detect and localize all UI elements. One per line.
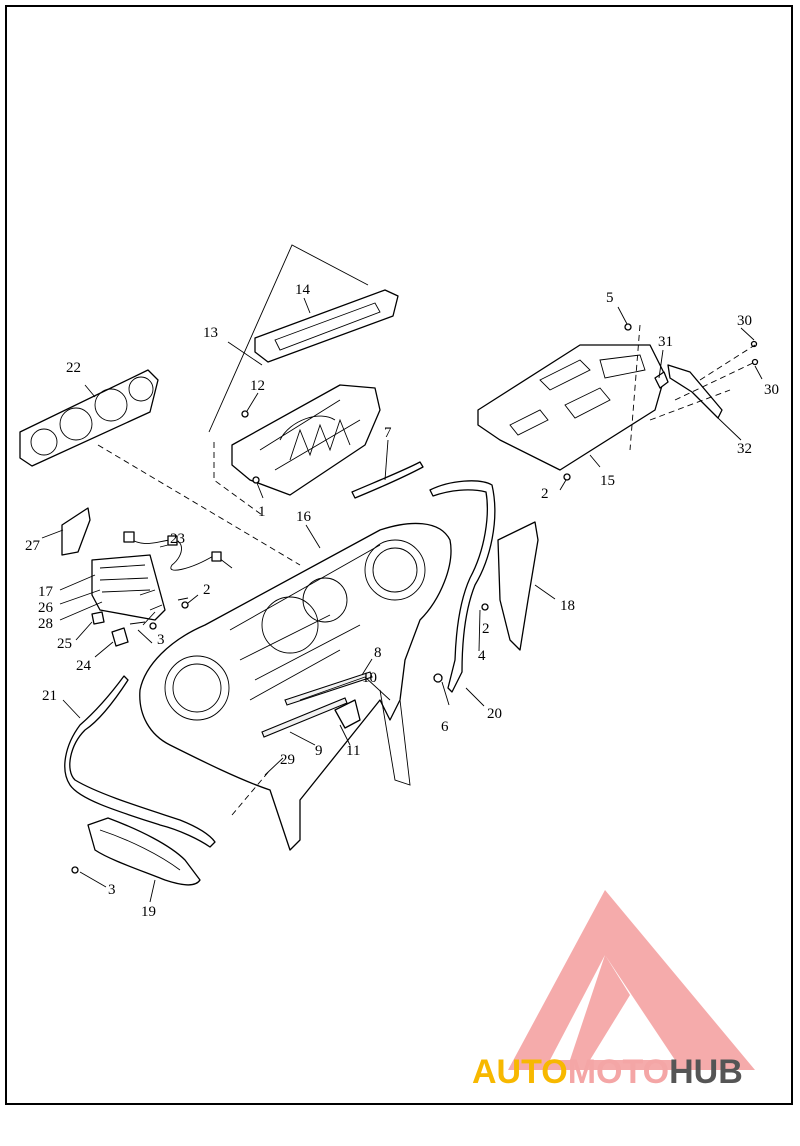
assembly-bracket <box>208 244 369 516</box>
callout-20: 20 <box>487 706 502 722</box>
part-31-32-bracket <box>654 364 723 419</box>
callout-31: 31 <box>658 334 673 350</box>
callout-10: 10 <box>362 670 377 686</box>
fasteners <box>71 323 759 874</box>
callout-21: 21 <box>42 688 57 704</box>
part-18-side-trim <box>497 521 539 651</box>
callout-3-module: 3 <box>157 632 165 648</box>
callout-9: 9 <box>315 743 323 759</box>
callout-30-top: 30 <box>737 313 752 329</box>
callout-14: 14 <box>295 282 311 298</box>
callout-5: 5 <box>606 290 614 306</box>
part-20-molding <box>429 480 496 693</box>
diagram-frame <box>5 5 793 1105</box>
callout-29: 29 <box>280 752 295 768</box>
alignment-lines <box>97 324 756 816</box>
callout-labels: 1 2 2 2 3 3 4 5 6 7 8 9 10 11 12 13 14 1… <box>25 282 779 920</box>
part-15-mounting-plate <box>477 344 666 471</box>
part-24-25-small-parts <box>91 597 189 647</box>
callout-13: 13 <box>203 325 218 341</box>
callout-18: 18 <box>560 598 575 614</box>
logo-wordmark: AUTOMOTOHUB <box>472 1053 743 1092</box>
callout-17: 17 <box>38 584 54 600</box>
callout-16: 16 <box>296 509 312 525</box>
part-21-molding <box>64 675 216 848</box>
callout-28: 28 <box>38 616 53 632</box>
logo-auto: AUTO <box>472 1053 568 1091</box>
callout-23: 23 <box>170 531 185 547</box>
callout-8: 8 <box>374 645 382 661</box>
callout-2-plate: 2 <box>541 486 549 502</box>
callout-27: 27 <box>25 538 41 554</box>
part-17-module <box>91 554 166 621</box>
callout-2-module: 2 <box>203 582 211 598</box>
part-13-inner-housing <box>231 384 381 496</box>
logo-hub: HUB <box>669 1053 743 1091</box>
callout-32: 32 <box>737 441 752 457</box>
part-27-cover <box>61 507 91 556</box>
callout-1: 1 <box>258 504 266 520</box>
part-7-seal-strip <box>351 461 424 499</box>
leader-lines <box>41 297 763 903</box>
callout-26: 26 <box>38 600 54 616</box>
part-16-main-fairing <box>139 522 452 851</box>
part-22-gauge-bezel <box>19 369 159 467</box>
callout-12: 12 <box>250 378 265 394</box>
callout-19: 19 <box>141 904 156 920</box>
callout-11: 11 <box>346 743 360 759</box>
callout-24: 24 <box>76 658 92 674</box>
callout-2-fairing: 2 <box>482 621 490 637</box>
logo-triangle-mark <box>508 890 755 1070</box>
logo-moto: MOTO <box>567 1053 670 1091</box>
callout-25: 25 <box>57 636 72 652</box>
callout-7: 7 <box>384 425 392 441</box>
part-23-harness <box>123 531 233 571</box>
part-8-9-rods <box>261 671 373 738</box>
automotohub-logo: AUTOMOTOHUB <box>470 885 790 1100</box>
callout-6: 6 <box>441 719 449 735</box>
callout-3-lower: 3 <box>108 882 116 898</box>
callout-30-bottom: 30 <box>764 382 779 398</box>
callout-22: 22 <box>66 360 81 376</box>
part-14-top-cover <box>254 289 399 363</box>
callout-4: 4 <box>478 648 486 664</box>
part-11-small-bracket <box>334 699 361 729</box>
part-19-lower-cover <box>87 817 201 886</box>
callout-15: 15 <box>600 473 615 489</box>
